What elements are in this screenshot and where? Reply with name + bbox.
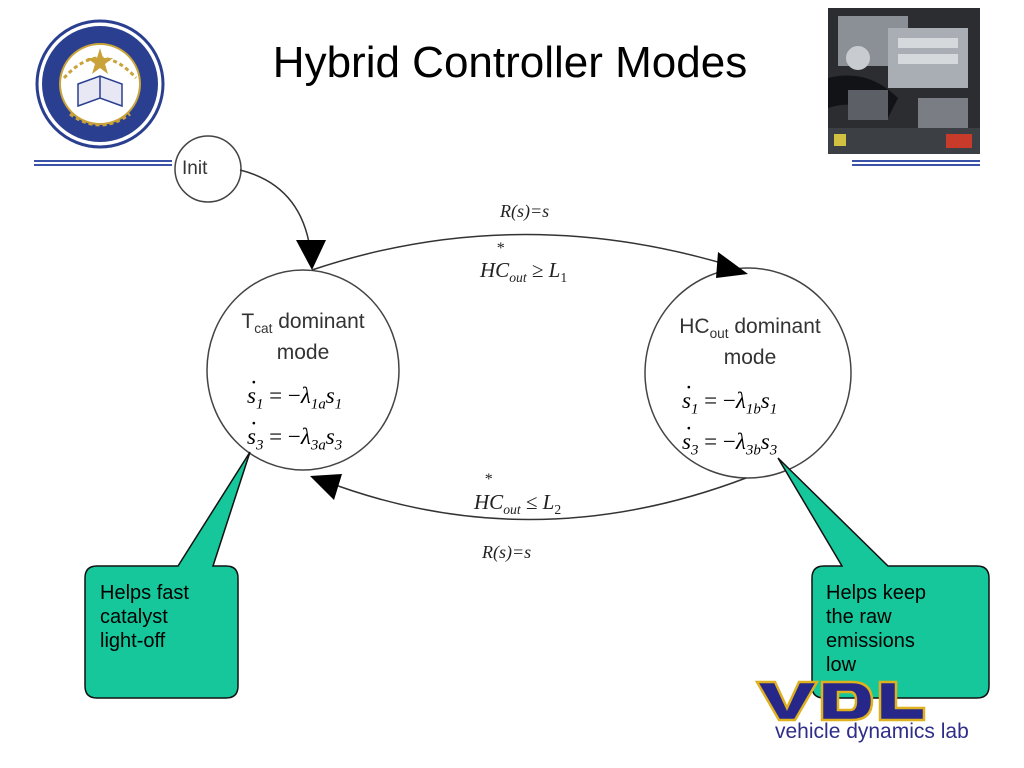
hcout-mode-equations: s·1 = −λ1bs1 s·3 = −λ3bs3 [682,375,778,466]
vdl-logo [754,680,926,722]
tcat-title-rest: dominant [272,310,365,333]
tcat-eq-1: s·1 = −λ1as1 [247,370,343,413]
bottom-transition-reset: R(s)=s [482,542,532,562]
top-transition-reset: R(s)=s [500,201,550,221]
hcout-title-prefix: HC [679,315,710,338]
tcat-eq-3: s·3 = −λ3as3 [247,410,343,454]
header-rule-left [34,160,172,166]
top-arrowhead [716,252,748,278]
tcat-title-prefix: T [241,310,255,333]
top-transition-star: * [496,240,504,257]
slide-title: Hybrid Controller Modes [272,38,748,87]
bottom-transition-guard: HCout ≤ L2 [474,490,562,518]
hcout-title-sub: out [709,326,729,342]
callout-left-box [84,451,251,699]
bottom-transition-arrow [321,477,747,521]
init-transition-arrow [239,169,311,249]
top-transition-arrow [311,233,739,271]
init-state-label: Init [182,158,208,179]
bottom-transition-star: * [484,471,492,488]
hcout-title-line2: mode [723,346,777,370]
top-transition-guard: HCout ≥ L1 [480,258,568,286]
engine-photo [828,8,980,154]
callout-left-text: Helps fast catalyst light-off [100,582,189,652]
callout-right-box [777,457,990,699]
header-rule-right [852,160,980,166]
tcat-dominant-state [206,269,400,471]
vdl-tagline: vehicle dynamics lab [775,720,969,743]
hcout-title-rest: dominant [728,315,821,338]
tcat-title-sub: cat [254,321,273,337]
bottom-arrowhead [310,474,342,500]
hcout-dominant-state [644,267,852,479]
tcat-mode-title: Tcat dominant mode [218,310,388,365]
hcout-eq-1: s·1 = −λ1bs1 [682,375,778,418]
init-state [174,135,242,203]
tcat-mode-equations: s·1 = −λ1as1 s·3 = −λ3as3 [247,370,343,461]
tcat-title-line2: mode [276,341,330,365]
hcout-mode-title: HCout dominant mode [660,315,840,370]
init-arrowhead [296,240,326,270]
hcout-eq-3: s·3 = −λ3bs3 [682,415,778,459]
callout-right-text: Helps keep the raw emissions low [826,582,927,676]
university-seal-logo [35,19,165,149]
